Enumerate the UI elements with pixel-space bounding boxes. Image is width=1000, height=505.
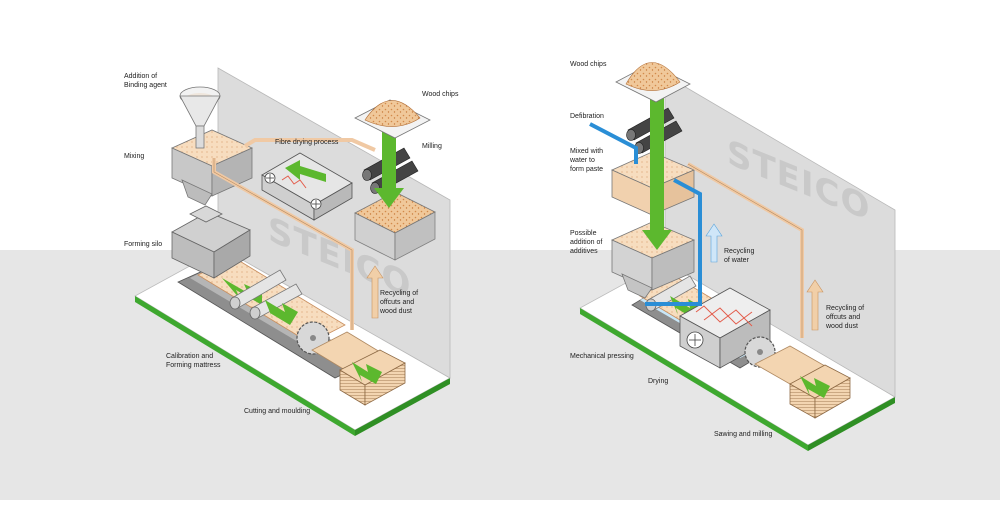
- left-platform-edge: [355, 378, 450, 436]
- label-right-wood-chips: Wood chips: [570, 61, 607, 68]
- label-cutting: Cutting and moulding: [244, 408, 311, 415]
- left-green-arrow-milling: [374, 128, 404, 208]
- right-water-recycle-pipe: [645, 178, 702, 306]
- right-water-recycling-arrow: [705, 223, 723, 263]
- left-binding-agent-funnel: [179, 86, 221, 149]
- left-fibre-duct-outline: [213, 158, 353, 330]
- right-wood-chip-tray: [615, 62, 691, 103]
- label-left-wood-chips: Wood chips: [422, 91, 459, 98]
- label-mixing: Mixing: [124, 153, 145, 160]
- left-green-arrow-drying: [285, 160, 326, 182]
- right-drying-oven: [679, 287, 771, 369]
- left-mixing-tank: [171, 129, 253, 206]
- right-recycling-duct-outline: [687, 163, 803, 338]
- right-platform-stripe: [580, 308, 808, 451]
- left-saw-hub: [310, 335, 316, 341]
- left-green-arrow-stack: [352, 362, 382, 384]
- label-additives: Possible addition of additives: [570, 230, 603, 255]
- label-fibre-drying: Fibre drying process: [275, 139, 339, 146]
- left-platform-stripe: [135, 296, 355, 436]
- label-drying: Drying: [648, 378, 669, 385]
- left-wood-chip-tray: [354, 99, 431, 139]
- label-forming-silo: Forming silo: [124, 241, 163, 248]
- label-calibration: Calibration and Forming mattress: [166, 353, 221, 369]
- right-green-arrow-flow: [642, 98, 672, 250]
- right-saw-hub: [757, 349, 763, 355]
- label-binding-agent: Addition of Binding agent: [124, 73, 167, 89]
- left-milling-tank: [354, 191, 436, 261]
- right-water-inlet-pipe: [589, 122, 638, 164]
- left-recycling-arrow: [366, 265, 384, 319]
- label-recycling-water: Recycling of water: [724, 248, 755, 264]
- left-process-diagram: STEICO: [134, 67, 451, 436]
- label-right-recycling: Recycling of offcuts and wood dust: [826, 305, 865, 330]
- right-green-arrow-stack: [800, 376, 830, 398]
- right-recycling-arrow: [806, 279, 824, 331]
- right-platform-edge: [808, 397, 895, 451]
- left-fibre-drying-machine: [261, 152, 353, 221]
- label-left-recycling: Recycling of offcuts and wood dust: [380, 290, 419, 315]
- left-green-arrow-rollers: [265, 300, 298, 325]
- label-milling: Milling: [422, 143, 442, 150]
- left-top-duct: [243, 138, 376, 152]
- label-mixed-water: Mixed with water to form paste: [570, 148, 604, 173]
- label-sawing: Sawing and milling: [714, 431, 773, 438]
- label-mechanical-pressing: Mechanical pressing: [570, 353, 634, 360]
- left-forming-silo: [171, 205, 251, 279]
- label-defibration: Defibration: [570, 113, 604, 120]
- left-calibration-rollers: [229, 269, 303, 320]
